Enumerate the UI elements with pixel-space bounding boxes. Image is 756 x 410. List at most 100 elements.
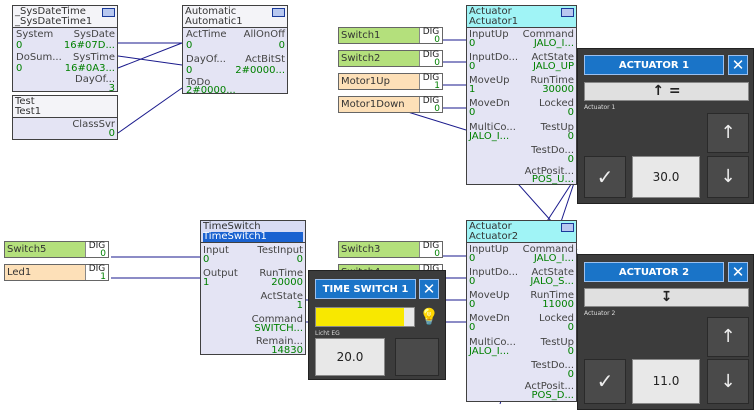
- position-value[interactable]: 30.0: [632, 156, 700, 198]
- confirm-button[interactable]: ✓: [584, 359, 626, 404]
- block-type: Automatic: [185, 6, 237, 17]
- pin-label: System: [16, 29, 54, 40]
- pin-label: MoveUp: [469, 290, 510, 301]
- function-block-sysdatetime[interactable]: _SysDateTime _SysDateTime1 System 0 DoSu…: [12, 5, 118, 94]
- pin-label: ClassSvr: [72, 119, 115, 130]
- down-button[interactable]: ↓: [707, 156, 749, 198]
- pin-label: Remain...: [255, 336, 303, 347]
- block-link-icon: [561, 223, 574, 232]
- panel-subtitle: Actuator 1: [584, 104, 616, 111]
- actuator-state-indicator: ↧: [584, 288, 749, 307]
- variable-value: 0: [434, 58, 440, 68]
- pin-label: ActBitSt: [245, 54, 285, 65]
- block-type: Test: [15, 96, 35, 107]
- pin-label: Output: [203, 268, 238, 279]
- pin-label: TestInput: [257, 245, 303, 256]
- pin-value: 14830: [271, 345, 303, 356]
- confirm-button[interactable]: ✓: [584, 156, 626, 198]
- pin-label: InputUp: [469, 244, 509, 255]
- pin-value: 16#0A3...: [64, 63, 115, 74]
- variable-type: DIG: [422, 50, 440, 60]
- function-block-timeswitch[interactable]: TimeSwitch TimeSwitch1 Input 0 Output 1 …: [200, 220, 306, 356]
- panel-subtitle: Actuator 2: [584, 310, 616, 317]
- pin-label: ActState: [260, 291, 303, 302]
- function-block-test[interactable]: Test Test1 ClassSvr 0: [12, 95, 118, 140]
- wire: [117, 87, 183, 134]
- function-block-automatic[interactable]: Automatic Automatic1 ActTime 0 DayOf... …: [182, 5, 288, 96]
- pin-value: 0: [567, 369, 574, 380]
- pin-value: 0: [16, 63, 23, 74]
- up-button[interactable]: ↑: [707, 113, 749, 153]
- pin-label: MultiCo...: [469, 337, 516, 348]
- down-button[interactable]: ↓: [707, 359, 749, 404]
- pin-value: 1: [296, 300, 303, 311]
- pin-value: 0: [567, 131, 574, 142]
- pin-label: MoveDn: [469, 313, 510, 324]
- pin-label: Input: [203, 245, 229, 256]
- pin-label: Locked: [539, 313, 574, 324]
- close-button[interactable]: ✕: [728, 55, 748, 75]
- function-block-actuator2[interactable]: Actuator Actuator2 InputUp 0 InputDo... …: [466, 220, 577, 402]
- block-header: Actuator Actuator2: [467, 221, 576, 243]
- pin-label: ActPosit...: [524, 166, 574, 177]
- variable-type: DIG: [88, 264, 106, 274]
- pin-label: DayOf...: [186, 54, 226, 65]
- block-name: Automatic1: [185, 16, 243, 27]
- pin-value: JALO_S...: [530, 276, 574, 287]
- pin-value: JALO_I...: [469, 131, 510, 142]
- block-link-icon: [272, 8, 285, 17]
- pin-value: 0: [567, 107, 574, 118]
- up-button[interactable]: ↑: [707, 317, 749, 357]
- variable-value: 0: [434, 249, 440, 259]
- pin-label: TestDo...: [531, 145, 574, 156]
- pin-value: 0: [469, 38, 476, 49]
- block-link-icon: [561, 8, 574, 17]
- position-value[interactable]: 11.0: [632, 359, 700, 404]
- pin-label: AllOnOff: [243, 29, 285, 40]
- close-button[interactable]: ✕: [728, 262, 748, 282]
- function-block-actuator1[interactable]: Actuator Actuator1 InputUp 0 InputDo... …: [466, 5, 577, 185]
- block-type: TimeSwitch: [203, 221, 261, 232]
- pin-value: 0: [16, 40, 23, 51]
- progress-fill: [316, 308, 405, 326]
- pin-label: ActState: [531, 52, 574, 63]
- pin-label: SysTime: [73, 52, 115, 63]
- panel-title: TIME SWITCH 1: [315, 279, 416, 299]
- block-type: Actuator: [469, 6, 512, 17]
- close-button[interactable]: ✕: [419, 279, 439, 299]
- pin-value: 0: [108, 128, 115, 139]
- pin-value: POS_D...: [531, 390, 575, 401]
- pin-value: JALO_I...: [533, 38, 574, 49]
- wire: [117, 55, 183, 66]
- pin-label: InputDo...: [469, 267, 519, 278]
- pin-label: Command: [522, 244, 574, 255]
- pin-value: 20000: [271, 277, 303, 288]
- pin-label: InputUp: [469, 29, 509, 40]
- pin-value: 0: [567, 154, 574, 165]
- pin-label: MultiCo...: [469, 122, 516, 133]
- pin-value: 0: [469, 322, 476, 333]
- block-header: Automatic Automatic1: [183, 6, 287, 28]
- block-type: _SysDateTime: [15, 6, 86, 17]
- block-header: TimeSwitch TimeSwitch1: [201, 221, 305, 243]
- progress-bar: [315, 307, 415, 327]
- pin-label: TestUp: [540, 122, 574, 133]
- actuator2-panel: ACTUATOR 2 ✕ ↧ Actuator 2 ↑ ✓ 11.0 ↓: [577, 254, 754, 410]
- pin-value: JALO_I...: [469, 346, 510, 357]
- pin-label: ActPosit...: [524, 381, 574, 392]
- pin-label: MoveDn: [469, 98, 510, 109]
- toggle-button[interactable]: [395, 338, 439, 376]
- time-value[interactable]: 20.0: [315, 338, 385, 376]
- variable-value: 0: [434, 104, 440, 114]
- pin-label: RunTime: [259, 268, 303, 279]
